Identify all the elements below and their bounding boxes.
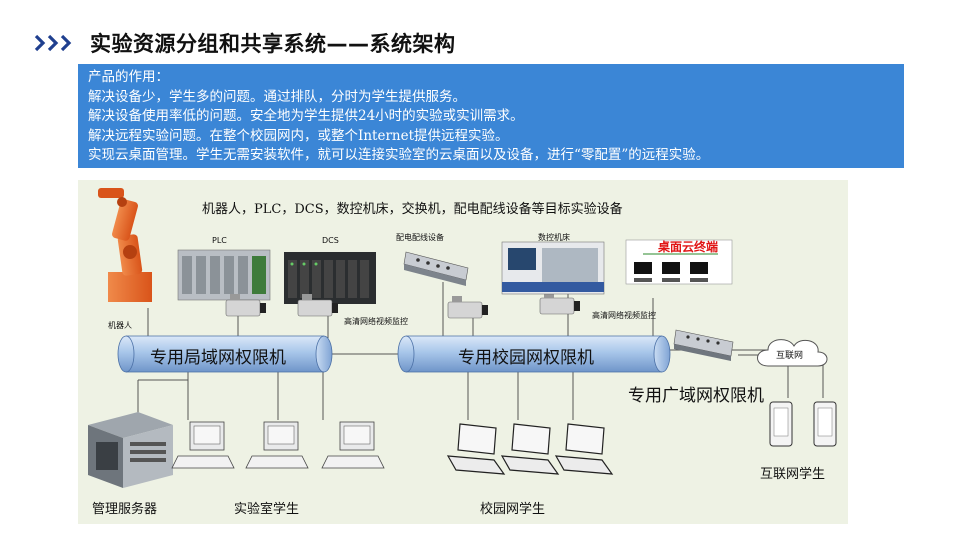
info-line: 解决设备使用率低的问题。安全地为学生提供24小时的实验或实训需求。 [88, 108, 524, 124]
architecture-diagram: 机器人，PLC，DCS，数控机床，交换机，配电配线设备等目标实验设备 机器人 P… [78, 180, 848, 524]
info-line: 解决远程实验问题。在整个校园网内，或整个Internet提供远程实验。 [88, 127, 509, 144]
slide-header: 实验资源分组和共享系统——系统架构 [34, 26, 456, 60]
camera-label: 高清网络视频监控 [344, 317, 408, 326]
info-line: 实现云桌面管理。学生无需安装软件，就可以连接实验室的云桌面以及设备，进行“零配置… [88, 147, 710, 163]
mobile-device-icon [769, 401, 793, 447]
product-purpose-box: 产品的作用： 解决设备少，学生多的问题。通过排队，分时为学生提供服务。 解决设备… [78, 64, 904, 168]
cnc-machine-icon [501, 241, 605, 295]
laptop-icon [446, 423, 506, 475]
plc-label: PLC [212, 236, 227, 245]
dcs-label: DCS [322, 236, 339, 245]
distribution-label: 配电配线设备 [396, 233, 444, 242]
server-label: 管理服务器 [92, 502, 158, 517]
campus-students-label: 校园网学生 [480, 502, 546, 517]
internet-cloud-label: 互联网 [776, 351, 804, 361]
dcs-rack-icon [284, 252, 376, 304]
lab-students-label: 实验室学生 [234, 502, 300, 517]
server-icon [88, 412, 173, 488]
cloud-terminal-label: 桌面云终端 [658, 240, 719, 254]
lan-gateway-pipe [117, 335, 333, 373]
camera-icon [447, 296, 488, 319]
laptop-icon [554, 423, 614, 475]
camera-label: 高清网络视频监控 [592, 311, 656, 320]
laptop-icon [500, 423, 560, 475]
lan-gateway-label: 专用局域网权限机 [150, 348, 286, 368]
cnc-label: 数控机床 [538, 233, 570, 242]
internet-cloud-icon [757, 339, 828, 367]
info-line: 解决设备少，学生多的问题。通过排队，分时为学生提供服务。 [88, 88, 466, 105]
camera-icon [539, 292, 580, 315]
distribution-panel-icon [403, 251, 469, 286]
desktop-pc-icon [171, 421, 235, 469]
desktop-pc-icon [321, 421, 385, 469]
internet-students-label: 互联网学生 [760, 467, 826, 482]
plc-rack-icon [177, 249, 271, 301]
robot-arm-icon [98, 188, 152, 302]
robot-label: 机器人 [108, 321, 132, 330]
campus-gateway-pipe [397, 335, 671, 373]
page-title: 实验资源分组和共享系统——系统架构 [90, 32, 456, 56]
camera-icon [297, 294, 338, 317]
cloud-terminal-icon [625, 239, 733, 285]
target-devices-caption: 机器人，PLC，DCS，数控机床，交换机，配电配线设备等目标实验设备 [202, 202, 623, 217]
wan-gateway-label: 专用广域网权限机 [628, 386, 764, 406]
desktop-pc-icon [245, 421, 309, 469]
wan-switch-icon [673, 329, 734, 361]
chevron-right-icon [34, 33, 78, 53]
mobile-device-icon [813, 401, 837, 447]
campus-gateway-label: 专用校园网权限机 [458, 348, 594, 368]
info-line: 产品的作用： [88, 69, 169, 85]
camera-icon [225, 294, 266, 317]
